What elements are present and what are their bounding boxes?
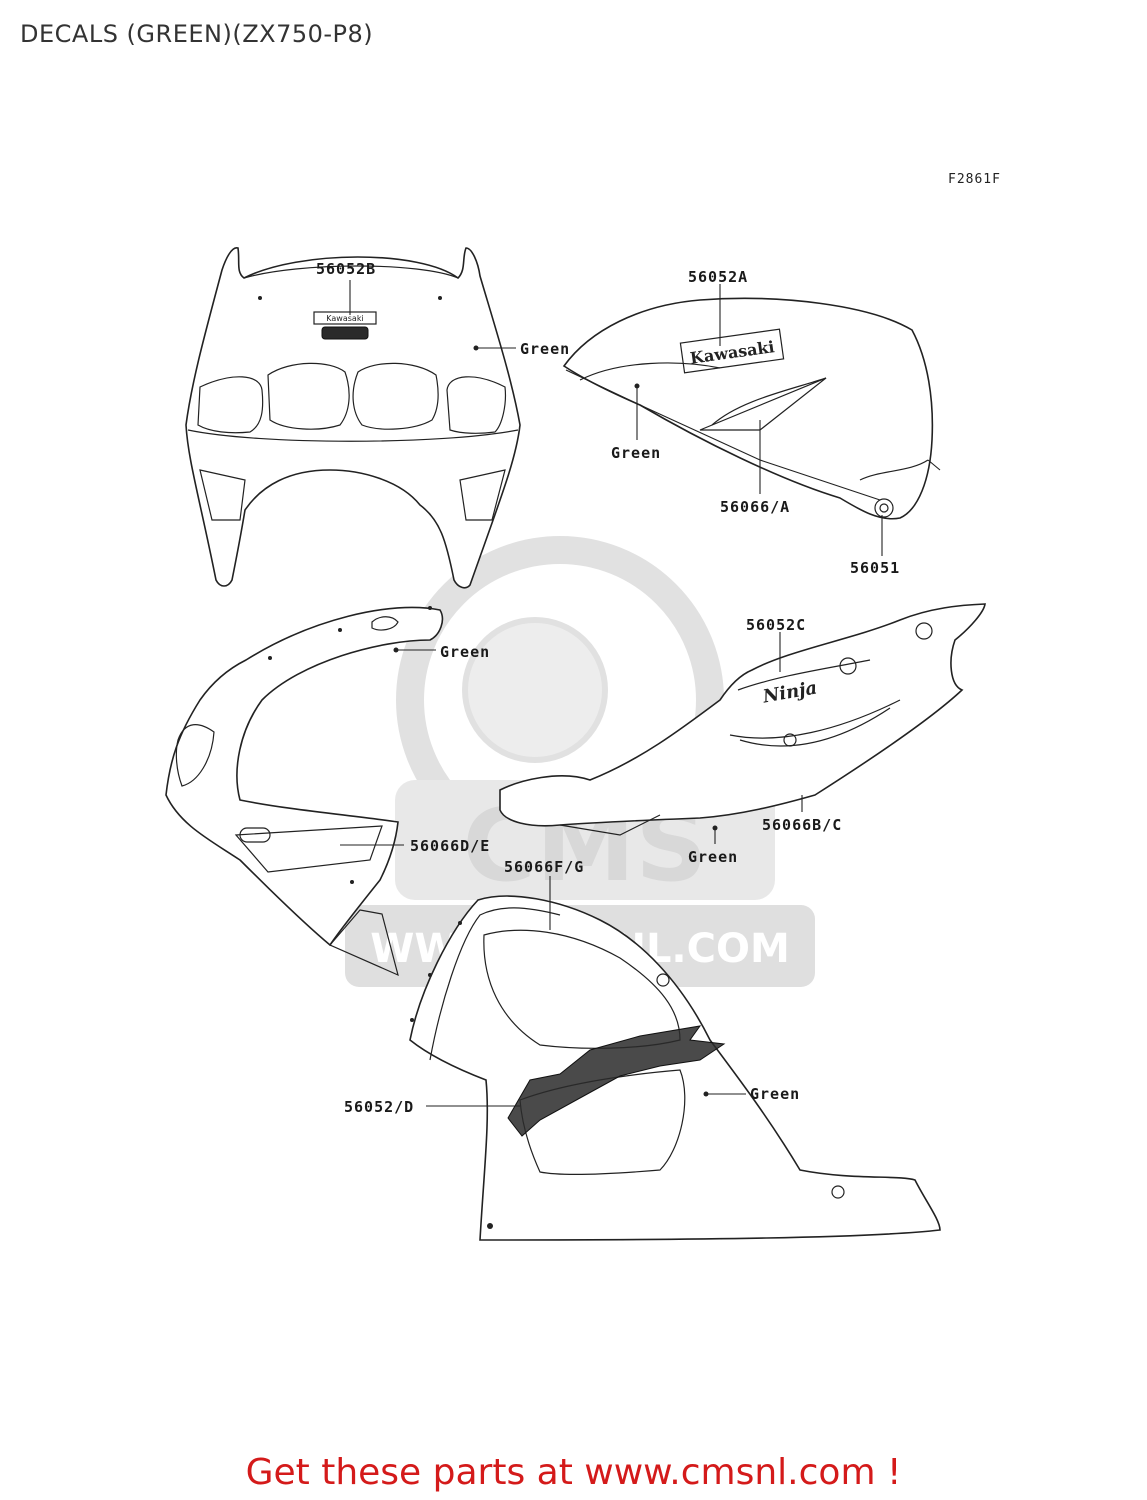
callout-green-side-fairing: Green [440, 643, 490, 661]
footer-cta-link[interactable]: Get these parts at www.cmsnl.com ! [245, 1452, 902, 1493]
callout-56052a: 56052A [688, 268, 748, 286]
tail-cowl: Ninja [499, 603, 986, 836]
callout-green-upper-cowl: Green [520, 340, 570, 358]
lower-fairing [409, 895, 941, 1241]
page-title: DECALS (GREEN)(ZX750-P8) [20, 20, 374, 48]
callout-green-lower-fairing: Green [750, 1085, 800, 1103]
left-side-fairing [165, 606, 444, 977]
figure-reference-code: F2861F [948, 172, 1001, 187]
callout-56066b-c: 56066B/C [762, 816, 842, 834]
callout-green-tail-cowl: Green [688, 848, 738, 866]
callout-56051: 56051 [850, 559, 900, 577]
callout-56052b: 56052B [316, 260, 376, 278]
callout-56052-d: 56052/D [344, 1098, 414, 1116]
callout-56066-a: 56066/A [720, 498, 790, 516]
fuel-tank: Kawasaki [562, 297, 941, 520]
upper-cowl-badge-logo: Kawasaki [326, 314, 363, 323]
callout-green-fuel-tank: Green [611, 444, 661, 462]
callout-56052c: 56052C [746, 616, 806, 634]
callout-56066f-g: 56066F/G [504, 858, 584, 876]
decals-parts-diagram: CMS WWW.CMSNL.COM Kawasaki Kawasaki [165, 247, 986, 1241]
upper-cowl: Kawasaki [185, 247, 521, 589]
callout-56066d-e: 56066D/E [410, 837, 490, 855]
leader-lines [340, 280, 883, 1107]
